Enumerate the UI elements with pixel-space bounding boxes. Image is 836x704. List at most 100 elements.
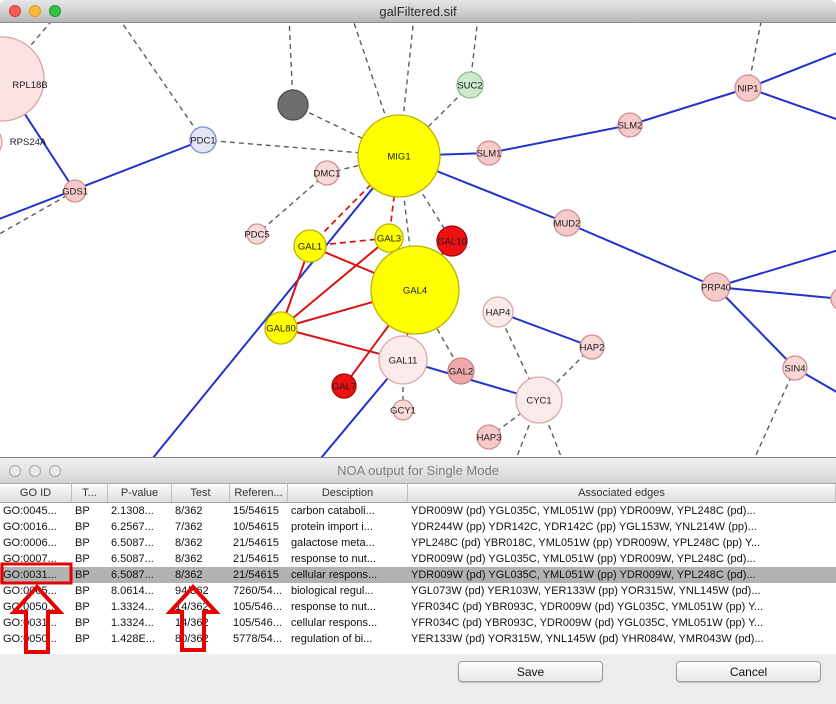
- cell: GO:0007...: [3, 553, 57, 565]
- node-label-prp40: PRP40: [701, 283, 731, 294]
- edge-slm1-slm2: [488, 124, 631, 154]
- node-mud2[interactable]: [553, 209, 581, 237]
- node-hap4[interactable]: [482, 296, 514, 328]
- node-rpl18b[interactable]: [0, 36, 45, 122]
- cell: BP: [75, 537, 90, 549]
- cell: 10/54615: [233, 521, 279, 533]
- zoom-button[interactable]: [49, 5, 61, 17]
- node-rps24a[interactable]: [0, 126, 3, 158]
- column-header-6[interactable]: Associated edges: [408, 484, 836, 502]
- cell: YDR009W (pd) YGL035C, YML051W (pp) YDR00…: [411, 569, 756, 581]
- node-cyc1[interactable]: [515, 376, 563, 424]
- column-header-4[interactable]: Referen...: [230, 484, 288, 502]
- cell: 6.2567...: [111, 521, 154, 533]
- node-suc2[interactable]: [456, 71, 484, 99]
- node-nip1[interactable]: [734, 74, 762, 102]
- column-header-2[interactable]: P-value: [108, 484, 172, 502]
- node-slm2[interactable]: [617, 112, 643, 138]
- node-dmc1[interactable]: [314, 160, 340, 186]
- node-gal3[interactable]: [374, 223, 404, 253]
- node-gal2[interactable]: [447, 357, 475, 385]
- edge-mig1-gal10: [398, 155, 453, 242]
- cell: 1.3324...: [111, 601, 154, 613]
- node-pdc5[interactable]: [246, 223, 268, 245]
- cell: YFR034C (pd) YBR093C, YDR009W (pd) YGL03…: [411, 601, 764, 613]
- node-hap3[interactable]: [476, 424, 502, 450]
- cell: cellular respons...: [291, 569, 378, 581]
- network-canvas[interactable]: RPL18BRPS24AGDS1PDC1MIG1DMC1SUC2SLM1SLM2…: [0, 23, 836, 458]
- node-label-pdc5: PDC5: [244, 230, 269, 241]
- save-button[interactable]: Save: [458, 661, 603, 682]
- node-gal10[interactable]: [436, 225, 468, 257]
- node-sin4[interactable]: [782, 355, 808, 381]
- node-label-sin4: SIN4: [784, 364, 805, 375]
- close-button[interactable]: [9, 5, 21, 17]
- column-header-3[interactable]: Test: [172, 484, 230, 502]
- cell: 1.3324...: [111, 617, 154, 629]
- cell: cellular respons...: [291, 617, 378, 629]
- node-label-gal7: GAL7: [332, 382, 356, 393]
- traffic-lights: [0, 5, 61, 17]
- column-header-5[interactable]: Desciption: [288, 484, 408, 502]
- node-label-gds1: GDS1: [62, 187, 88, 198]
- edge-prp40-msn: [715, 286, 836, 300]
- footer-bar: Save Cancel: [0, 654, 836, 704]
- noa-close-button[interactable]: [9, 464, 21, 477]
- minimize-button[interactable]: [29, 5, 41, 17]
- cell: BP: [75, 585, 90, 597]
- node-label-gal80: GAL80: [266, 324, 296, 335]
- noa-zoom-button[interactable]: [49, 464, 61, 477]
- node-gal80[interactable]: [264, 311, 298, 345]
- cell: 105/546...: [233, 601, 282, 613]
- cell: 14/362: [175, 617, 209, 629]
- cell: YFR034C (pd) YBR093C, YDR009W (pd) YGL03…: [411, 617, 764, 629]
- cell: GO:0031...: [3, 617, 57, 629]
- node-hap2[interactable]: [579, 334, 605, 360]
- cell: 94/362: [175, 585, 209, 597]
- node-gds1[interactable]: [63, 179, 87, 203]
- node-prp40[interactable]: [701, 272, 731, 302]
- node-label-mig1: MIG1: [387, 152, 410, 163]
- cell: GO:0065...: [3, 585, 57, 597]
- node-slm1[interactable]: [476, 140, 502, 166]
- node-gcy1[interactable]: [392, 399, 414, 421]
- node-gal11[interactable]: [378, 335, 428, 385]
- cell: 8/362: [175, 569, 203, 581]
- node-msn[interactable]: [830, 288, 836, 310]
- node-mig1[interactable]: [357, 114, 441, 198]
- cancel-button[interactable]: Cancel: [676, 661, 821, 682]
- cell: BP: [75, 569, 90, 581]
- cell: 80/362: [175, 633, 209, 645]
- noa-window-titlebar[interactable]: NOA output for Single Mode: [0, 458, 836, 484]
- column-header-1[interactable]: T...: [72, 484, 108, 502]
- node-label-hap4: HAP4: [486, 308, 511, 319]
- cell: 105/546...: [233, 617, 282, 629]
- column-header-0[interactable]: GO ID: [0, 484, 72, 502]
- noa-minimize-button[interactable]: [29, 464, 41, 477]
- cell: 5778/54...: [233, 633, 282, 645]
- node-gal1[interactable]: [293, 229, 327, 263]
- node-label-rps24a: RPS24A: [10, 137, 47, 148]
- node-darknode[interactable]: [277, 89, 309, 121]
- node-gal7[interactable]: [331, 373, 357, 399]
- cell: 15/54615: [233, 505, 279, 517]
- cell: BP: [75, 601, 90, 613]
- edge-mig1-a-b1: [151, 155, 400, 458]
- node-pdc1[interactable]: [189, 126, 217, 154]
- node-label-gal4: GAL4: [403, 286, 427, 297]
- node-gal4[interactable]: [370, 245, 460, 335]
- node-label-gal1: GAL1: [298, 242, 322, 253]
- graph-window-titlebar[interactable]: galFiltered.sif: [0, 0, 836, 23]
